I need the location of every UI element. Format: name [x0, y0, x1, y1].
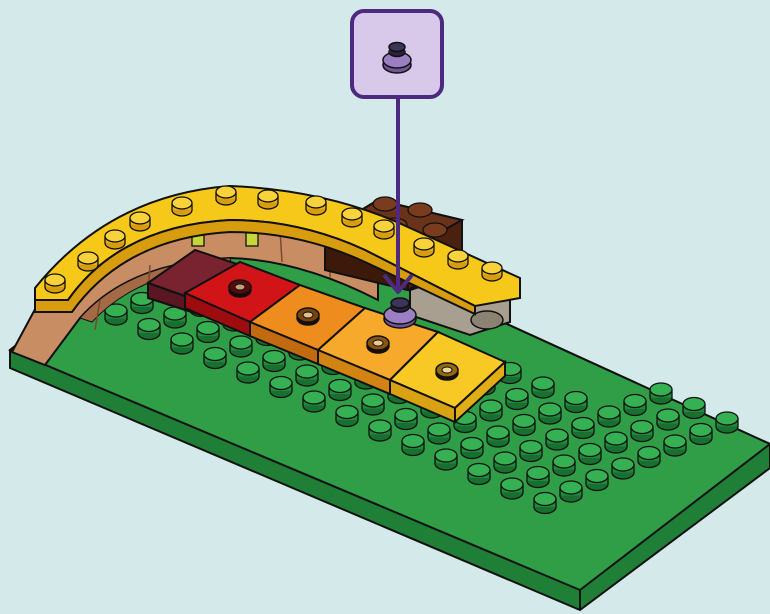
- tile-stud-orange: [297, 308, 319, 325]
- baseplate-stud: [171, 333, 193, 354]
- baseplate-stud: [586, 470, 608, 491]
- yellow-stud: [414, 238, 434, 257]
- baseplate-stud: [138, 319, 160, 340]
- baseplate-stud: [612, 458, 634, 479]
- baseplate-stud: [336, 406, 358, 427]
- baseplate-stud: [565, 392, 587, 413]
- baseplate-stud: [716, 412, 738, 433]
- baseplate-stud: [605, 432, 627, 453]
- baseplate-stud: [402, 435, 424, 456]
- baseplate-stud: [487, 426, 509, 447]
- yellow-stud: [78, 252, 98, 271]
- baseplate-stud: [428, 423, 450, 444]
- baseplate-stud: [664, 435, 686, 456]
- yellow-stud: [374, 220, 394, 239]
- yellow-stud: [105, 230, 125, 249]
- baseplate-stud: [532, 377, 554, 398]
- yellow-stud: [45, 274, 65, 293]
- baseplate-stud: [395, 409, 417, 430]
- baseplate-stud: [631, 421, 653, 442]
- baseplate-stud: [638, 447, 660, 468]
- baseplate-stud: [369, 420, 391, 441]
- baseplate-stud: [624, 395, 646, 416]
- baseplate-stud: [270, 377, 292, 398]
- yellow-stud: [216, 186, 236, 205]
- baseplate-stud: [539, 403, 561, 424]
- baseplate-stud: [230, 336, 252, 357]
- lavender-round-flower-plate-icon: [354, 13, 440, 95]
- baseplate-stud: [527, 467, 549, 488]
- parts-callout-box: [350, 9, 444, 99]
- baseplate-stud: [546, 429, 568, 450]
- yellow-stud: [306, 196, 326, 215]
- baseplate-stud: [598, 406, 620, 427]
- baseplate-stud: [683, 398, 705, 419]
- baseplate-stud: [494, 452, 516, 473]
- baseplate-stud: [553, 455, 575, 476]
- baseplate-stud: [657, 409, 679, 430]
- yellow-stud: [448, 250, 468, 269]
- baseplate-stud: [435, 449, 457, 470]
- baseplate-stud: [572, 418, 594, 439]
- baseplate-stud: [650, 383, 672, 404]
- baseplate-stud: [362, 394, 384, 415]
- baseplate-stud: [513, 415, 535, 436]
- baseplate-stud: [237, 362, 259, 383]
- baseplate-stud: [534, 493, 556, 514]
- yellow-stud: [130, 212, 150, 231]
- baseplate-stud: [303, 391, 325, 412]
- baseplate-stud: [468, 464, 490, 485]
- baseplate-stud: [329, 380, 351, 401]
- yellow-stud: [172, 197, 192, 216]
- baseplate-stud: [501, 478, 523, 499]
- baseplate-stud: [480, 400, 502, 421]
- tile-stud-red: [229, 280, 251, 297]
- tile-stud-yellow: [436, 363, 458, 380]
- baseplate-stud: [560, 481, 582, 502]
- yellow-stud: [342, 208, 362, 227]
- baseplate-stud: [506, 389, 528, 410]
- tile-stud-light-orange: [367, 336, 389, 353]
- baseplate-stud: [579, 444, 601, 465]
- yellow-stud: [258, 190, 278, 209]
- baseplate-stud: [461, 438, 483, 459]
- baseplate-stud: [296, 365, 318, 386]
- baseplate-stud: [197, 322, 219, 343]
- baseplate-stud: [690, 424, 712, 445]
- baseplate-stud: [263, 351, 285, 372]
- baseplate-stud: [204, 348, 226, 369]
- baseplate-stud: [520, 441, 542, 462]
- yellow-stud: [482, 262, 502, 281]
